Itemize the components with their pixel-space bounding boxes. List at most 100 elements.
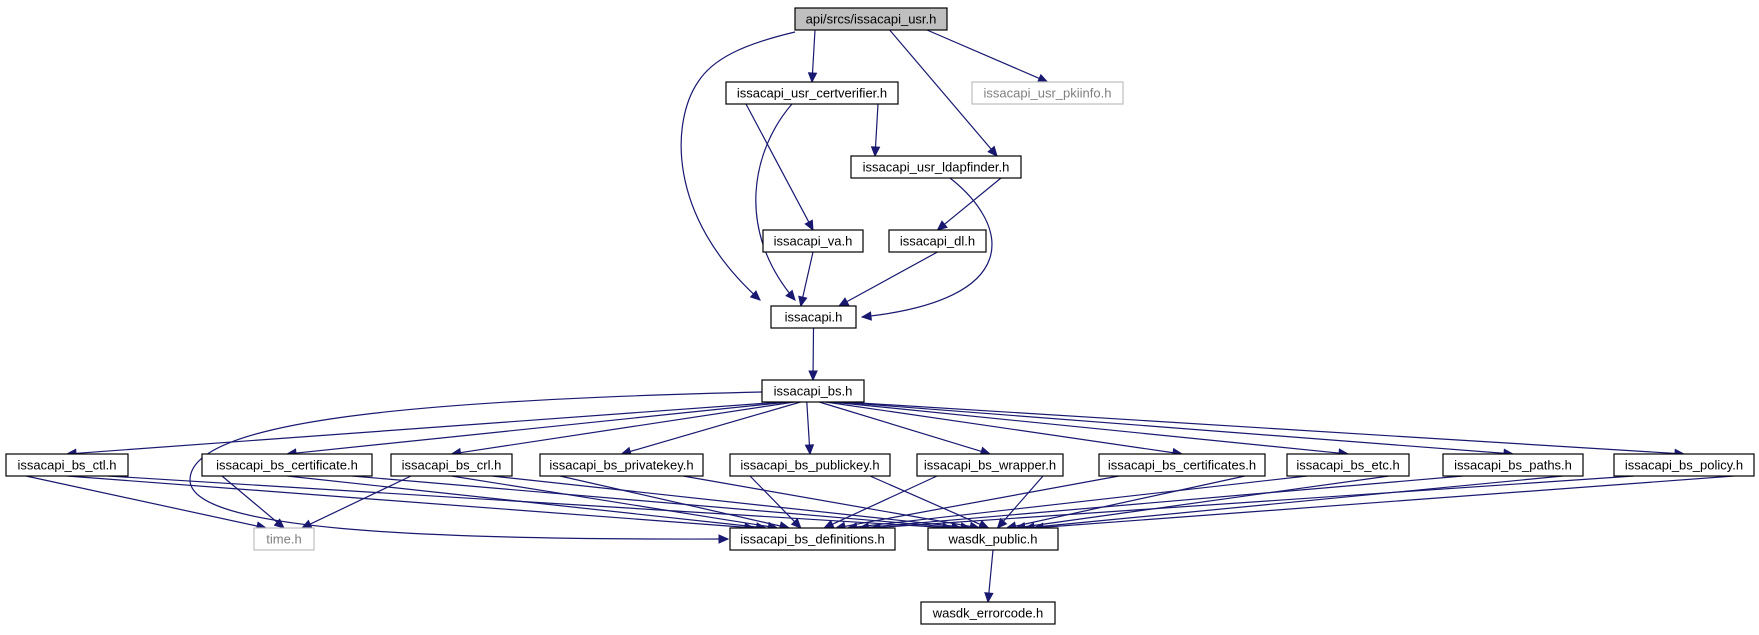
node-box[interactable] bbox=[253, 527, 315, 551]
node-ctl[interactable]: issacapi_bs_ctl.h bbox=[5, 453, 129, 477]
edge-bs-to-certificates bbox=[825, 401, 1184, 458]
node-box[interactable] bbox=[920, 601, 1056, 625]
edge-policy-to-definitions bbox=[869, 475, 1635, 533]
node-policy[interactable]: issacapi_bs_policy.h bbox=[1613, 453, 1755, 477]
node-box[interactable] bbox=[725, 81, 899, 105]
node-issacapi[interactable]: issacapi.h bbox=[770, 305, 857, 329]
edge-arrowhead bbox=[749, 290, 761, 301]
edge-arrowhead bbox=[808, 370, 818, 382]
edge-root-to-pkiinfo bbox=[926, 29, 1049, 83]
edge-line bbox=[682, 475, 972, 528]
node-label: issacapi_bs_certificates.h bbox=[1108, 457, 1256, 472]
edge-line bbox=[1041, 475, 1735, 529]
edge-bs-to-paths bbox=[837, 401, 1515, 459]
node-box[interactable] bbox=[761, 379, 865, 403]
edge-line bbox=[837, 401, 1506, 454]
node-label: wasdk_public.h bbox=[948, 531, 1038, 546]
edge-arrowhead bbox=[860, 311, 872, 321]
node-bs[interactable]: issacapi_bs.h bbox=[761, 379, 865, 403]
node-va[interactable]: issacapi_va.h bbox=[762, 229, 864, 253]
node-wasdk[interactable]: wasdk_public.h bbox=[927, 527, 1059, 551]
edge-line bbox=[843, 475, 1120, 528]
node-root[interactable]: api/srcs/issacapi_usr.h bbox=[794, 7, 948, 31]
edge-arrowhead bbox=[807, 72, 818, 84]
node-certificate[interactable]: issacapi_bs_certificate.h bbox=[201, 453, 373, 477]
edge-line bbox=[74, 401, 783, 455]
node-publickey[interactable]: issacapi_bs_publickey.h bbox=[729, 453, 891, 477]
node-dl[interactable]: issacapi_dl.h bbox=[888, 229, 987, 253]
node-label: issacapi_bs_crl.h bbox=[402, 457, 502, 472]
node-certificates[interactable]: issacapi_bs_certificates.h bbox=[1098, 453, 1266, 477]
node-box[interactable] bbox=[770, 305, 857, 329]
node-label: issacapi_bs_definitions.h bbox=[740, 531, 885, 546]
node-box[interactable] bbox=[5, 453, 129, 477]
node-ldapfinder[interactable]: issacapi_usr_ldapfinder.h bbox=[850, 155, 1022, 179]
edge-line bbox=[459, 401, 795, 454]
node-box[interactable] bbox=[1098, 453, 1266, 477]
node-pkiinfo[interactable]: issacapi_usr_pkiinfo.h bbox=[971, 81, 1124, 105]
edge-root-to-issacapi bbox=[680, 31, 796, 301]
node-paths[interactable]: issacapi_bs_paths.h bbox=[1442, 453, 1584, 477]
edge-arrowhead bbox=[785, 289, 796, 301]
edge-ctl-to-definitions bbox=[66, 475, 756, 533]
edge-line bbox=[878, 475, 1635, 529]
node-label: issacapi_usr_certverifier.h bbox=[737, 85, 887, 100]
node-box[interactable] bbox=[762, 229, 864, 253]
node-box[interactable] bbox=[729, 453, 891, 477]
node-box[interactable] bbox=[539, 453, 704, 477]
node-crl[interactable]: issacapi_bs_crl.h bbox=[390, 453, 513, 477]
node-label: issacapi_usr_ldapfinder.h bbox=[863, 159, 1010, 174]
node-time[interactable]: time.h bbox=[253, 527, 315, 551]
edge-line bbox=[988, 549, 994, 595]
node-box[interactable] bbox=[850, 155, 1022, 179]
node-privatekey[interactable]: issacapi_bs_privatekey.h bbox=[539, 453, 704, 477]
edge-line bbox=[286, 475, 758, 528]
edge-certverifier-to-ldapfinder bbox=[870, 103, 881, 158]
node-box[interactable] bbox=[1286, 453, 1410, 477]
node-box[interactable] bbox=[1613, 453, 1755, 477]
node-box[interactable] bbox=[729, 527, 896, 551]
edge-va-to-issacapi bbox=[798, 251, 814, 308]
edge-line bbox=[855, 475, 1308, 528]
edge-line bbox=[867, 475, 1464, 528]
edge-line bbox=[1032, 475, 1564, 528]
node-box[interactable] bbox=[971, 81, 1124, 105]
node-label: wasdk_errorcode.h bbox=[932, 605, 1044, 620]
edge-line bbox=[843, 401, 1677, 455]
edges-layer bbox=[25, 29, 1735, 604]
node-label: api/srcs/issacapi_usr.h bbox=[806, 11, 937, 26]
edge-publickey-to-wasdk bbox=[869, 475, 990, 529]
node-box[interactable] bbox=[916, 453, 1064, 477]
node-box[interactable] bbox=[1442, 453, 1584, 477]
node-label: issacapi_bs_publickey.h bbox=[740, 457, 879, 472]
node-box[interactable] bbox=[927, 527, 1059, 551]
edge-line bbox=[869, 475, 982, 526]
node-label: issacapi_bs.h bbox=[774, 383, 853, 398]
node-label: issacapi_bs_certificate.h bbox=[216, 457, 358, 472]
edge-certificate-to-definitions bbox=[286, 475, 767, 532]
node-definitions[interactable]: issacapi_bs_definitions.h bbox=[729, 527, 896, 551]
edge-line bbox=[66, 475, 747, 528]
edge-arrowhead bbox=[1036, 73, 1049, 83]
edge-ldapfinder-to-dl bbox=[936, 177, 1002, 231]
node-label: issacapi_bs_privatekey.h bbox=[549, 457, 693, 472]
node-box[interactable] bbox=[390, 453, 513, 477]
edge-wrapper-to-wasdk bbox=[996, 475, 1044, 529]
edge-line bbox=[1014, 475, 1246, 527]
edge-line bbox=[680, 31, 796, 301]
node-label: issacapi_bs_ctl.h bbox=[18, 457, 117, 472]
edge-arrowhead bbox=[804, 219, 814, 232]
node-box[interactable] bbox=[794, 7, 948, 31]
edge-line bbox=[831, 401, 1341, 454]
edge-publickey-to-definitions bbox=[749, 475, 802, 529]
node-box[interactable] bbox=[888, 229, 987, 253]
nodes-layer: api/srcs/issacapi_usr.h issacapi_usr_cert… bbox=[5, 7, 1755, 625]
node-certverifier[interactable]: issacapi_usr_certverifier.h bbox=[725, 81, 899, 105]
edge-certverifier-to-issacapi bbox=[755, 103, 796, 301]
node-wrapper[interactable]: issacapi_bs_wrapper.h bbox=[916, 453, 1064, 477]
node-etc[interactable]: issacapi_bs_etc.h bbox=[1286, 453, 1410, 477]
node-errorcode[interactable]: wasdk_errorcode.h bbox=[920, 601, 1056, 625]
edge-wasdk-to-errorcode bbox=[984, 549, 994, 604]
node-box[interactable] bbox=[201, 453, 373, 477]
